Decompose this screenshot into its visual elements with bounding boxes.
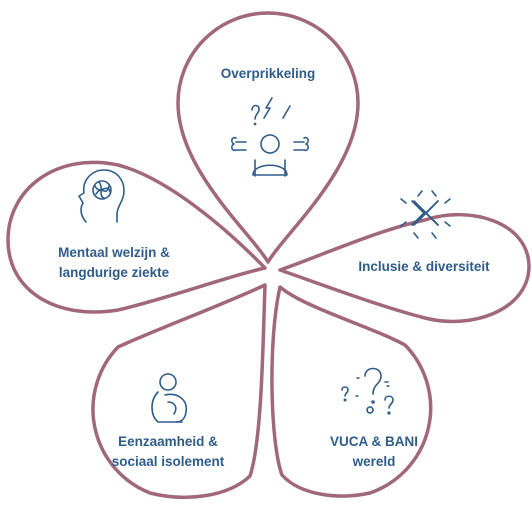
head-with-tangled-mind-icon [78,169,125,223]
label-eenzaamheid: Eenzaamheid & sociaal isolement [112,432,225,472]
petal-eenzaamheid [91,283,267,499]
petal-overprikkeling [176,11,360,264]
petal-mentaal [6,160,267,314]
question-marks-icon [341,367,394,415]
label-mentaal: Mentaal welzijn & langdurige ziekte [58,243,170,283]
label-mentaal-line-1: Mentaal welzijn & [58,245,170,260]
sitting-person-hugging-knees-icon [151,373,188,423]
label-vuca-line-2: wereld [352,454,396,469]
label-vuca: VUCA & BANI wereld [330,432,418,472]
petal-inclusie [278,212,531,324]
label-vuca-line-1: VUCA & BANI [329,434,419,449]
petal-vuca [270,285,433,498]
label-overprikkeling: Overprikkeling [221,64,316,84]
joined-hands-icon [400,190,451,239]
label-overprikkeling-line-1: Overprikkeling [220,66,316,81]
overstimulated-person-icon [231,97,309,177]
label-eenzaamheid-line-1: Eenzaamheid & [118,434,218,449]
label-eenzaamheid-line-2: sociaal isolement [111,454,225,469]
label-inclusie: Inclusie & diversiteit [358,257,489,277]
label-inclusie-line-1: Inclusie & diversiteit [358,259,490,274]
label-mentaal-line-2: langdurige ziekte [58,265,170,280]
